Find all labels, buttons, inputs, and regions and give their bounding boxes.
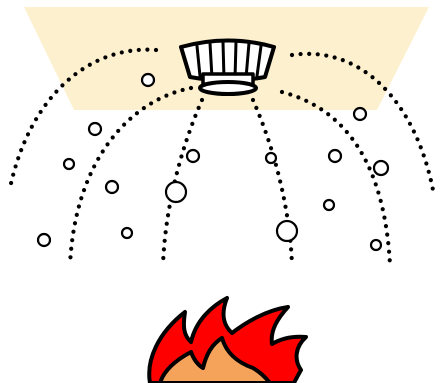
smoke-arc-center-right	[250, 97, 295, 268]
smoke-particle	[275, 219, 299, 243]
smoke-particles	[36, 72, 390, 252]
smoke-particle	[352, 106, 368, 122]
smoke-particle	[372, 159, 390, 177]
detector-base	[198, 80, 258, 96]
smoke-particle	[62, 157, 76, 171]
smoke-arc-inner-right	[279, 89, 393, 268]
smoke-particle	[185, 148, 201, 164]
smoke-particle	[104, 179, 120, 195]
smoke-particle	[36, 232, 52, 248]
smoke-particle	[87, 121, 103, 137]
smoke-particle	[327, 148, 343, 164]
smoke-particle	[369, 238, 383, 252]
smoke-particle	[264, 151, 278, 165]
smoke-arc-center-left	[160, 97, 205, 268]
smoke-arc-inner-left	[67, 85, 194, 268]
smoke-particle	[322, 198, 336, 212]
flame-inner	[158, 336, 272, 383]
smoke-arc-outer-left	[7, 47, 159, 191]
smoke-particle	[120, 226, 134, 240]
smoke-detector-icon	[179, 38, 276, 96]
smoke-arc-outer-right	[289, 51, 436, 193]
fire-icon	[147, 296, 308, 383]
smoke-spread-arcs	[7, 47, 436, 268]
smoke-particle	[140, 72, 156, 88]
smoke-particle	[164, 180, 188, 204]
